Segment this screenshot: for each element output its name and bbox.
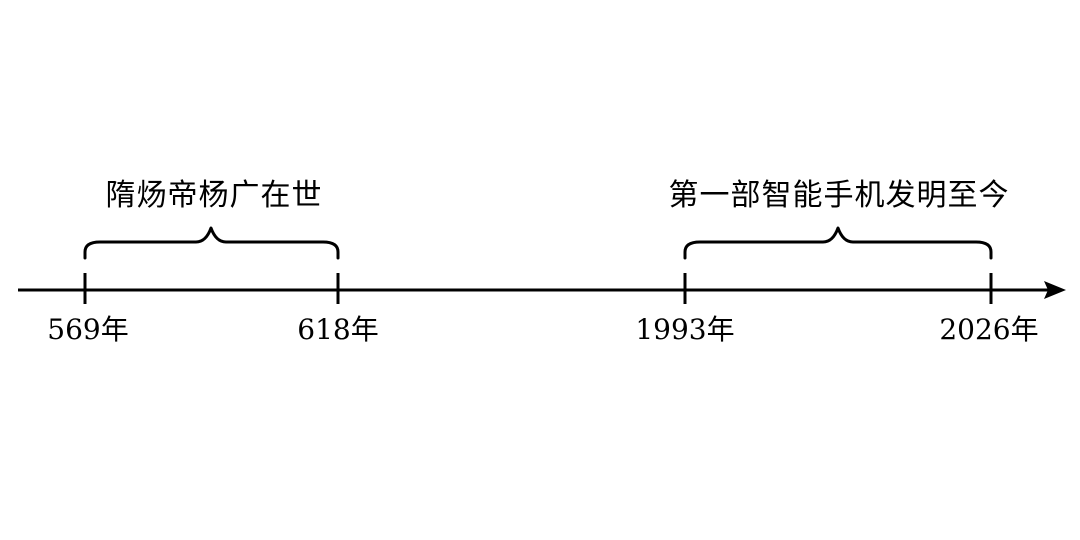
span-label-yang-guang: 隋炀帝杨广在世 bbox=[105, 178, 323, 213]
tick-label-1993: 1993年 bbox=[635, 313, 735, 346]
span-brace-smartphone bbox=[683, 226, 993, 260]
tick-label-569: 569年 bbox=[47, 313, 129, 346]
tick-label-618: 618年 bbox=[297, 313, 379, 346]
span-brace-yang-guang bbox=[83, 226, 340, 260]
timeline-arrowhead bbox=[1044, 281, 1066, 299]
tick-label-2026: 2026年 bbox=[939, 313, 1039, 346]
span-label-smartphone: 第一部智能手机发明至今 bbox=[668, 178, 1010, 213]
